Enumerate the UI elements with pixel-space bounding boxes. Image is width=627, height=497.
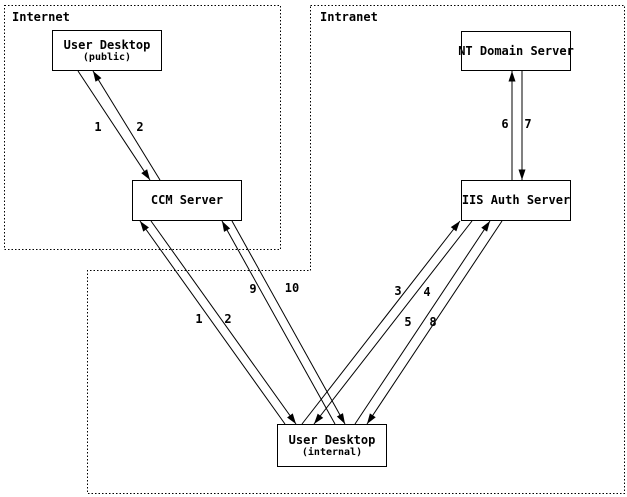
arrow-9-internal-desktop-to-ccm <box>221 220 336 425</box>
arrow-1-public-desktop-to-ccm <box>77 70 151 181</box>
edge-label-2-internal: 2 <box>224 312 232 326</box>
intranet-region-outline <box>87 5 625 494</box>
edge-label-9: 9 <box>249 282 257 296</box>
node-label: NT Domain Server <box>458 43 574 58</box>
node-sublabel: (public) <box>82 51 132 63</box>
arrow-4-iis-to-internal-desktop <box>313 220 473 425</box>
edge-label-8: 8 <box>429 315 437 329</box>
node-nt-domain-server: NT Domain Server <box>458 31 574 71</box>
node-sublabel: (internal) <box>301 446 363 458</box>
node-label: User Desktop <box>288 432 376 447</box>
arrow-8-iis-to-internal-desktop <box>366 220 503 425</box>
node-label: IIS Auth Server <box>461 193 571 207</box>
arrow-2-ccm-to-public-desktop <box>92 70 161 181</box>
node-label: User Desktop <box>63 37 151 52</box>
internet-region-outline <box>4 5 281 250</box>
node-iis-auth-server: IIS Auth Server <box>461 180 571 221</box>
edge-label-1-public: 1 <box>94 120 102 134</box>
arrow-3-internal-desktop-to-iis <box>301 220 461 425</box>
node-user-desktop-internal: User Desktop (internal) <box>277 424 387 467</box>
edge-label-6: 6 <box>501 117 509 131</box>
arrow-10-ccm-to-internal-desktop <box>231 220 346 425</box>
intranet-region-label: Intranet <box>320 10 378 24</box>
edge-label-2-public: 2 <box>136 120 144 134</box>
arrow-1-internal-desktop-to-ccm <box>139 220 286 425</box>
arrow-5-internal-desktop-to-iis <box>354 220 491 425</box>
arrow-2-ccm-to-internal-desktop <box>150 220 297 425</box>
edge-label-1-internal: 1 <box>195 312 203 326</box>
node-ccm-server: CCM Server <box>132 180 242 221</box>
edge-label-7: 7 <box>524 117 532 131</box>
node-user-desktop-public: User Desktop (public) <box>52 30 162 71</box>
edge-label-5: 5 <box>404 315 412 329</box>
edge-label-4: 4 <box>423 285 431 299</box>
node-label: CCM Server <box>150 193 224 207</box>
edge-label-3: 3 <box>394 284 402 298</box>
edge-label-10: 10 <box>284 281 300 295</box>
internet-region-label: Internet <box>12 10 70 24</box>
